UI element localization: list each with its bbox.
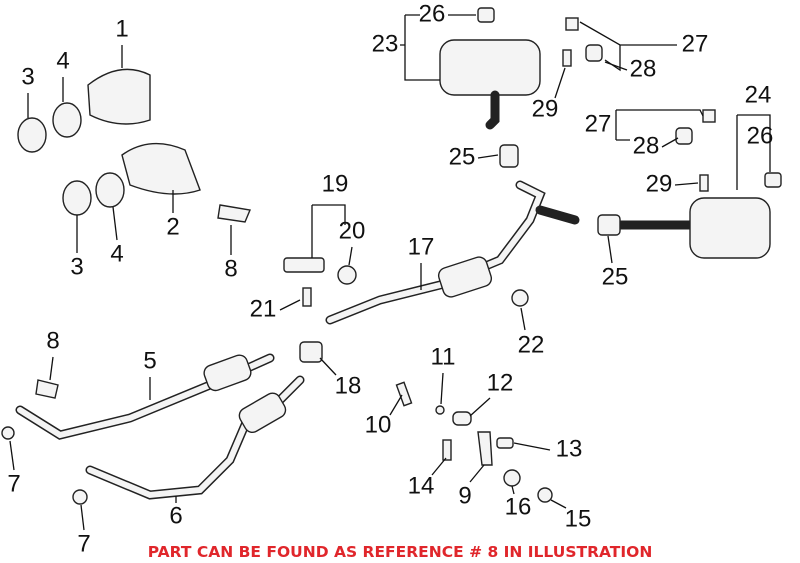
callout-3: 3: [70, 253, 83, 280]
front-converter-left: [238, 392, 287, 434]
callout-14: 14: [408, 472, 435, 499]
callout-11: 11: [431, 343, 456, 370]
callout-7: 7: [7, 470, 20, 497]
callout-6: 6: [169, 502, 182, 529]
callout-7: 7: [77, 530, 90, 557]
reference-note: PART CAN BE FOUND AS REFERENCE # 8 IN IL…: [147, 543, 653, 561]
bracket-25a: [499, 144, 519, 168]
callout-17: 17: [408, 233, 435, 260]
actuator-26b: [764, 172, 782, 188]
actuator-26a: [477, 7, 495, 23]
callout-10: 10: [365, 411, 392, 438]
callout-20: 20: [339, 217, 366, 244]
gasket-8b: [35, 379, 59, 399]
clamp-4a: [52, 102, 82, 138]
callout-13: 13: [556, 435, 583, 462]
callout-19: 19: [322, 170, 349, 197]
hanger-20: [337, 265, 357, 285]
callout-18: 18: [335, 372, 362, 399]
converter-1: [87, 68, 151, 125]
callout-25: 25: [449, 143, 476, 170]
bolt-10: [395, 381, 413, 407]
callout-29: 29: [532, 95, 559, 122]
callout-8: 8: [224, 255, 237, 282]
nut-7b: [72, 489, 88, 505]
nut-7a: [1, 426, 15, 440]
callout-15: 15: [565, 505, 592, 532]
callout-26: 26: [419, 0, 446, 27]
bracket-19: [283, 257, 325, 273]
front-converter-right: [203, 354, 252, 392]
gasket-8a: [217, 204, 251, 223]
bolt-13: [496, 437, 514, 449]
bracket-27a: [565, 17, 579, 31]
rear-muffler-left: [439, 39, 541, 96]
callout-16: 16: [505, 493, 532, 520]
callout-2: 2: [166, 213, 179, 240]
callout-27: 27: [585, 110, 612, 137]
hanger-28b: [675, 127, 693, 145]
callout-26: 26: [747, 122, 774, 149]
bushing-12: [452, 411, 472, 426]
bracket-9: [477, 431, 493, 466]
bolt-15: [537, 487, 553, 503]
center-resonator: [437, 256, 493, 298]
hanger-28a: [585, 44, 603, 62]
bracket-18: [299, 341, 323, 363]
leader-lines: [9, 14, 771, 531]
bracket-27b: [702, 109, 716, 123]
bushing-16: [503, 469, 521, 487]
converter-2: [121, 142, 201, 195]
callout-23: 23: [372, 30, 399, 57]
callout-21: 21: [250, 295, 277, 322]
washer-11: [435, 405, 445, 415]
gasket-3b: [62, 180, 92, 216]
callout-8: 8: [46, 327, 59, 354]
callout-25: 25: [602, 263, 629, 290]
parts: [1, 7, 782, 505]
callout-28: 28: [633, 132, 660, 159]
callout-24: 24: [745, 81, 772, 108]
callout-28: 28: [630, 55, 657, 82]
bolt-14: [442, 439, 452, 461]
callout-9: 9: [458, 482, 471, 509]
bolt-29b: [699, 174, 709, 192]
gasket-3a: [17, 117, 47, 153]
hanger-22: [511, 289, 529, 307]
callout-29: 29: [646, 170, 673, 197]
callout-5: 5: [143, 347, 156, 374]
bolt-29a: [562, 49, 572, 67]
bolt-21: [302, 287, 312, 307]
callout-4: 4: [56, 47, 69, 74]
callout-12: 12: [487, 369, 514, 396]
callout-1: 1: [115, 15, 128, 42]
callout-22: 22: [518, 331, 545, 358]
callout-4: 4: [110, 240, 123, 267]
bracket-25b: [597, 214, 621, 236]
callout-27: 27: [682, 30, 709, 57]
callout-3: 3: [21, 63, 34, 90]
rear-muffler-right: [689, 197, 771, 259]
clamp-4b: [95, 172, 125, 208]
